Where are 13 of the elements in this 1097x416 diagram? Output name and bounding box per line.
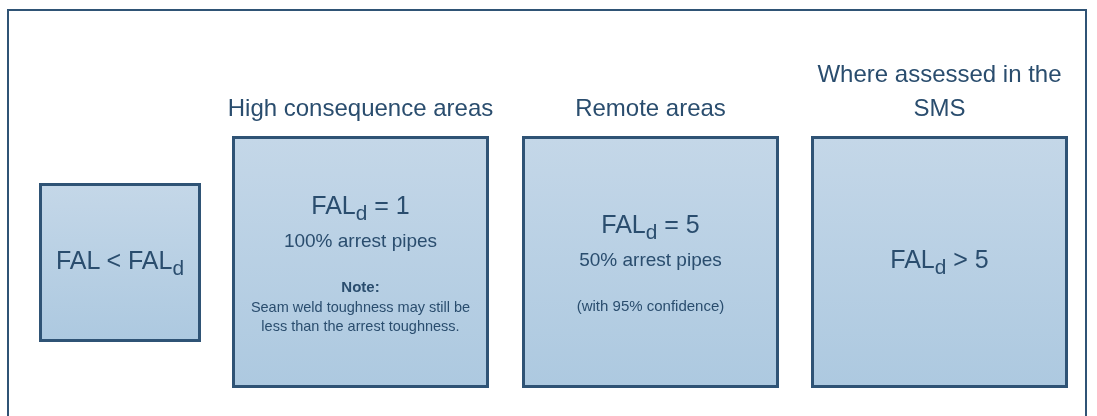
formula-text: FAL$_{d}$ > 5	[890, 244, 989, 281]
category-box	[39, 183, 201, 342]
confidence-text: (with 95% confidence)	[576, 296, 725, 316]
column-heading: High consequence areas	[227, 93, 494, 123]
formula-text: FAL$_{d}$ = 5	[601, 209, 700, 246]
column-heading: Remote areas	[575, 93, 726, 123]
formula-text: FAL < FAL$_{d}$	[55, 244, 185, 281]
formula-text: FAL$_{d}$ = 1	[311, 189, 410, 226]
description-text: 50% arrest pipes	[579, 248, 722, 273]
note-text: Seam weld toughness may still be less than the arrest toughness.	[249, 298, 472, 336]
column-heading: Where assessed in the SMS	[816, 59, 1063, 123]
description-text: 100% arrest pipes	[283, 228, 438, 253]
note-heading: Note:	[341, 276, 380, 297]
